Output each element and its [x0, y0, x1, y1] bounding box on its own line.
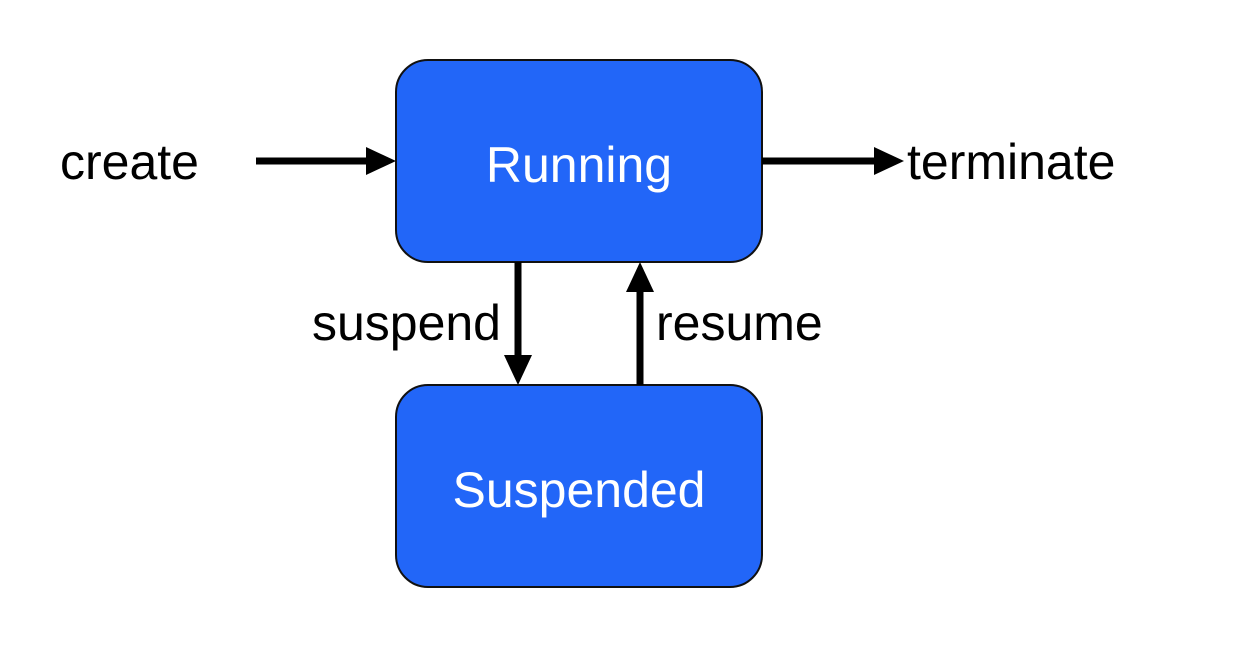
transition-resume-label: resume: [656, 295, 823, 351]
state-suspended-label: Suspended: [452, 462, 705, 518]
transition-terminate-label: terminate: [907, 134, 1115, 190]
transition-create: create: [60, 134, 396, 190]
state-running-label: Running: [486, 137, 672, 193]
state-running: Running: [395, 59, 763, 263]
state-suspended: Suspended: [395, 384, 763, 588]
transition-create-arrowhead: [366, 147, 396, 175]
state-suspended-box: [395, 384, 763, 588]
transition-resume: resume: [626, 262, 823, 385]
transition-suspend-arrowhead: [504, 355, 532, 385]
transition-resume-arrowhead: [626, 262, 654, 292]
transition-suspend: suspend: [312, 262, 532, 385]
transition-create-label: create: [60, 134, 199, 190]
transition-terminate: terminate: [762, 134, 1115, 190]
transition-suspend-label: suspend: [312, 295, 501, 351]
transition-terminate-arrowhead: [874, 147, 904, 175]
